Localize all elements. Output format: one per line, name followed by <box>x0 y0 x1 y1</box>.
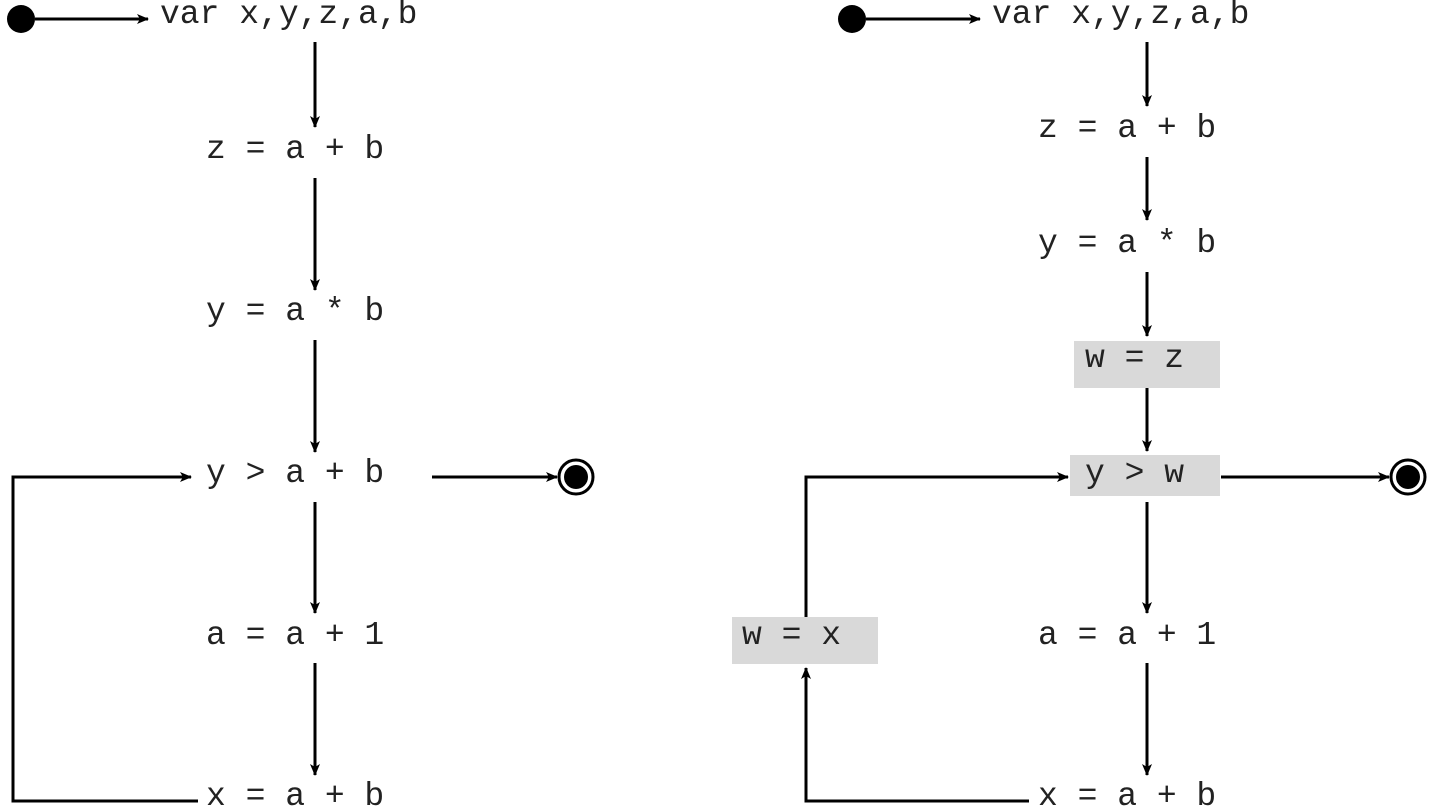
right-stmt-a: a = a + 1 <box>1038 617 1216 654</box>
left-stmt-y: y = a * b <box>206 293 384 330</box>
right-stmt-z: z = a + b <box>1038 110 1216 147</box>
right-stmt-x: x = a + b <box>1038 778 1216 809</box>
right-start-node <box>838 5 866 33</box>
right-graph: var x,y,z,a,b z = a + b y = a * b w = z … <box>732 0 1427 809</box>
left-declaration: var x,y,z,a,b <box>160 0 417 33</box>
right-condition-box <box>1070 455 1220 496</box>
right-inserted-w-x-box <box>732 617 878 664</box>
left-stmt-z: z = a + b <box>206 131 384 168</box>
right-loop-edge-to-cond <box>804 472 1069 617</box>
right-declaration: var x,y,z,a,b <box>992 0 1249 33</box>
left-graph: var x,y,z,a,b z = a + b y = a * b y > a … <box>7 0 595 809</box>
right-inserted-w-x: w = x <box>742 617 841 654</box>
right-inserted-w-z-box <box>1074 341 1220 388</box>
left-condition: y > a + b <box>206 455 384 492</box>
right-stmt-y: y = a * b <box>1038 225 1216 262</box>
left-loop-edge <box>11 472 198 803</box>
left-stmt-x: x = a + b <box>206 778 384 809</box>
right-loop-edge-to-wx <box>801 667 1029 803</box>
left-end-node <box>557 458 595 496</box>
left-start-node <box>7 5 35 33</box>
right-end-node <box>1389 458 1427 496</box>
right-inserted-w-z: w = z <box>1085 340 1184 377</box>
left-stmt-a: a = a + 1 <box>206 617 384 654</box>
right-condition: y > w <box>1085 455 1184 492</box>
